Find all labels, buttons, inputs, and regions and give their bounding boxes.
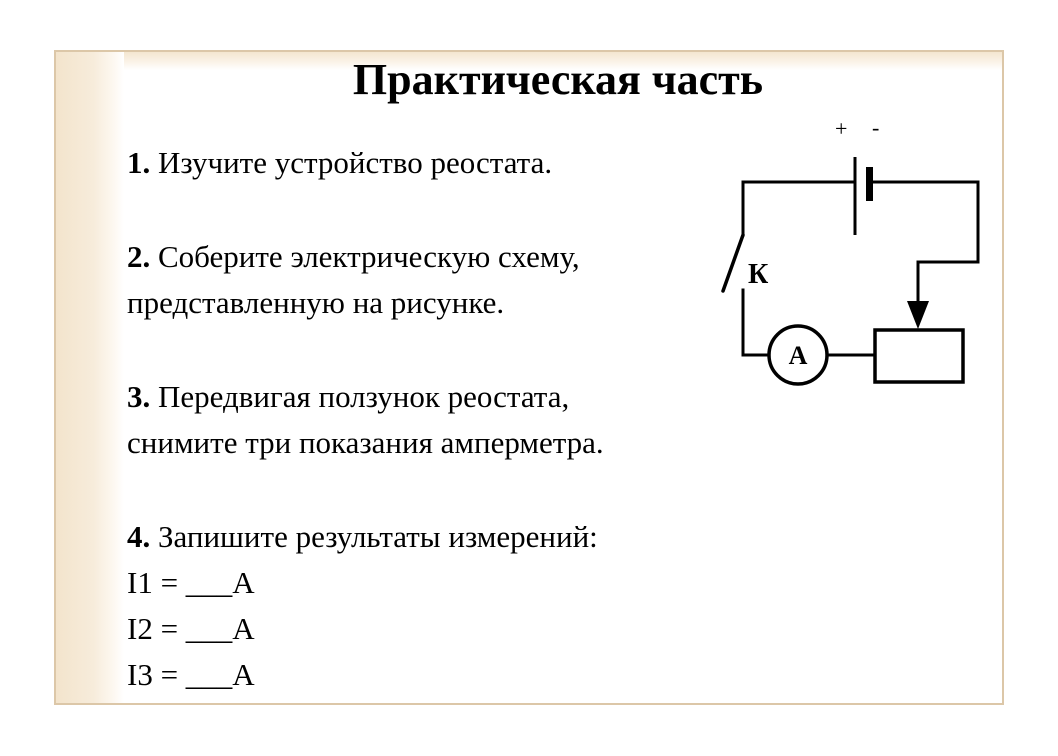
- task-text: Запишите результаты измерений:: [150, 519, 598, 554]
- ammeter-label: A: [789, 341, 808, 370]
- task-number: 4.: [127, 519, 151, 554]
- reading-i1: I1 = ___A: [127, 565, 255, 600]
- slider-arrow-icon: [907, 301, 929, 329]
- task-text-continued: снимите три показания амперметра.: [127, 425, 604, 460]
- reading-i3: I3 = ___A: [127, 657, 255, 692]
- ammeter-icon: [767, 324, 829, 386]
- switch-blade-icon: [721, 233, 745, 293]
- task-number: 3.: [127, 379, 151, 414]
- switch-label: К: [748, 259, 769, 290]
- task-text: Передвигая ползунок реостата,: [150, 379, 570, 414]
- circuit-diagram: + - К A: [721, 115, 980, 386]
- battery-minus-label: -: [872, 115, 879, 140]
- battery-short-plate: [866, 167, 873, 201]
- accent-side-band: [56, 52, 124, 703]
- accent-top-band: [56, 52, 1002, 70]
- slide-frame: [54, 50, 1004, 705]
- wire-top-right: [870, 180, 980, 312]
- task-1: 1. Изучите устройство реостата.: [127, 140, 727, 186]
- page-title: Практическая часть: [352, 55, 764, 104]
- task-text: Соберите электрическую схему,: [150, 239, 580, 274]
- task-3: 3. Передвигая ползунок реостата, снимите…: [127, 374, 727, 466]
- wire-left-lower: [741, 288, 770, 357]
- task-2: 2. Соберите электрическую схему, предста…: [127, 234, 727, 326]
- reading-i2: I2 = ___A: [127, 611, 255, 646]
- task-4: 4. Запишите результаты измерений:: [127, 514, 727, 560]
- task-number: 1.: [127, 145, 151, 180]
- task-text-continued: представленную на рисунке.: [127, 285, 505, 320]
- rheostat-icon: [873, 328, 965, 384]
- battery-plus-label: +: [835, 116, 847, 141]
- task-list: 1. Изучите устройство реостата. 2. Собер…: [127, 140, 727, 698]
- task-number: 2.: [127, 239, 151, 274]
- task-text: Изучите устройство реостата.: [150, 145, 553, 180]
